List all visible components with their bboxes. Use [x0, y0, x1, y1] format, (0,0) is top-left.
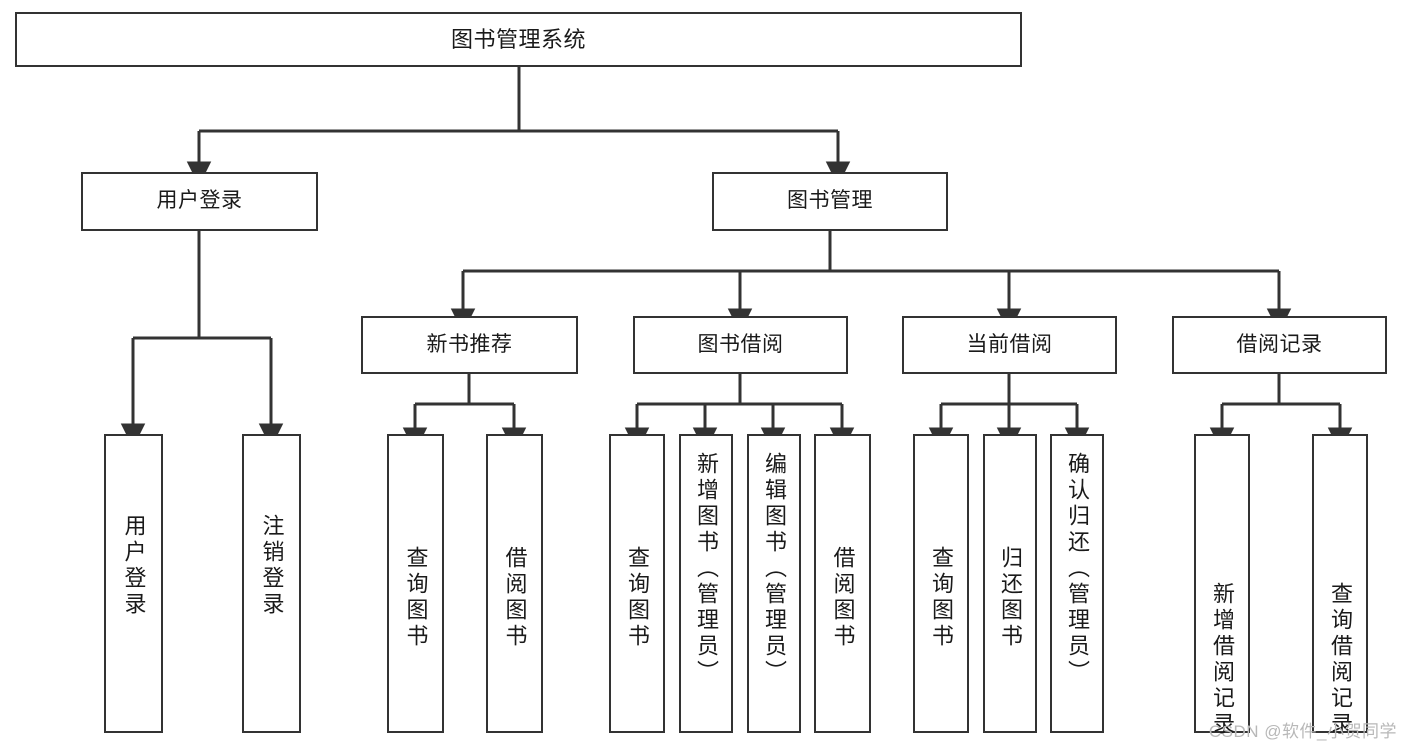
node-user-login[interactable]: 用户登录 [81, 172, 318, 231]
node-label: 编辑图书（管理员） [762, 452, 787, 686]
leaf-add-borrow-record[interactable]: 新增借阅记录 [1194, 434, 1250, 738]
node-label: 查询图书 [929, 546, 954, 650]
node-borrow-record[interactable]: 借阅记录 [1172, 316, 1387, 374]
node-label: 图书管理 [787, 189, 873, 213]
node-label: 查询图书 [625, 546, 650, 650]
node-label: 图书借阅 [697, 332, 784, 356]
leaf-borrow-book-newbook[interactable]: 借阅图书 [486, 434, 543, 733]
leaf-user-login[interactable]: 用户登录 [104, 434, 163, 733]
node-label: 查询借阅记录 [1328, 582, 1353, 738]
csdn-watermark: CSDN @软件_小贺同学 [1208, 722, 1397, 741]
node-label: 查询图书 [403, 546, 429, 650]
node-book-management[interactable]: 图书管理 [712, 172, 948, 231]
node-label: 注销登录 [259, 514, 285, 618]
node-label: 借阅记录 [1236, 332, 1323, 356]
node-current-borrow[interactable]: 当前借阅 [902, 316, 1117, 374]
node-label: 归还图书 [998, 546, 1023, 650]
node-label: 当前借阅 [966, 332, 1053, 356]
node-label: 借阅图书 [830, 546, 856, 650]
leaf-logout[interactable]: 注销登录 [242, 434, 301, 733]
node-label: 图书管理系统 [450, 26, 586, 52]
node-label: 用户登录 [121, 514, 147, 618]
leaf-confirm-return-admin[interactable]: 确认归还（管理员） [1050, 434, 1104, 733]
node-label: 借阅图书 [502, 546, 528, 650]
leaf-query-book-borrow[interactable]: 查询图书 [609, 434, 665, 733]
leaf-return-book[interactable]: 归还图书 [983, 434, 1037, 733]
node-label: 新增图书（管理员） [694, 452, 719, 686]
leaf-borrow-book[interactable]: 借阅图书 [814, 434, 871, 733]
node-root-system[interactable]: 图书管理系统 [15, 12, 1022, 67]
leaf-query-borrow-record[interactable]: 查询借阅记录 [1312, 434, 1368, 738]
leaf-add-book-admin[interactable]: 新增图书（管理员） [679, 434, 733, 733]
leaf-query-book-current[interactable]: 查询图书 [913, 434, 969, 733]
node-label: 新书推荐 [426, 332, 513, 356]
leaf-edit-book-admin[interactable]: 编辑图书（管理员） [747, 434, 801, 733]
node-label: 新增借阅记录 [1210, 582, 1235, 738]
node-book-borrow[interactable]: 图书借阅 [633, 316, 848, 374]
node-label: 确认归还（管理员） [1065, 452, 1090, 686]
leaf-query-book-newbook[interactable]: 查询图书 [387, 434, 444, 733]
node-label: 用户登录 [156, 189, 243, 213]
node-new-book-recommend[interactable]: 新书推荐 [361, 316, 578, 374]
